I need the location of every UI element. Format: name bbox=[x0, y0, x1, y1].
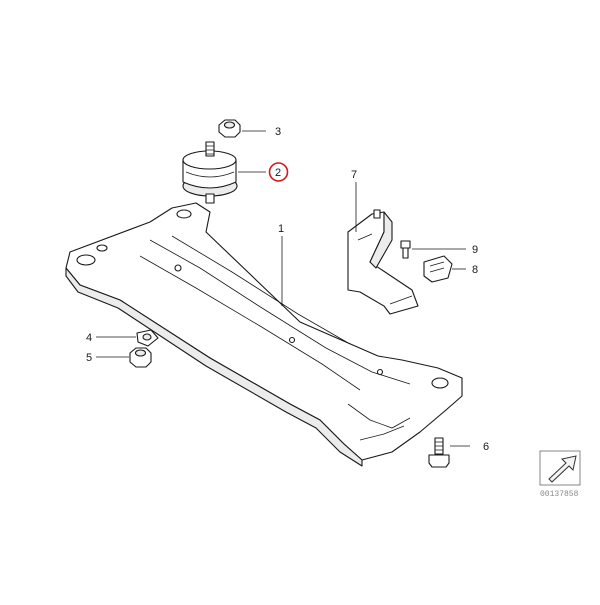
callout-2-highlight-ring bbox=[268, 162, 289, 182]
engine-mount-part[interactable] bbox=[182, 141, 238, 204]
callout-5[interactable]: 5 bbox=[86, 352, 92, 364]
nut-part[interactable] bbox=[218, 119, 241, 138]
callout-1[interactable]: 1 bbox=[278, 223, 284, 235]
washer-part[interactable] bbox=[136, 329, 159, 347]
callout-2[interactable]: 2 bbox=[275, 167, 281, 179]
reference-number: 00137858 bbox=[540, 490, 579, 499]
screw-part[interactable] bbox=[400, 240, 411, 259]
callout-7[interactable]: 7 bbox=[351, 169, 357, 181]
callout-6[interactable]: 6 bbox=[483, 441, 489, 453]
arrow-icon[interactable] bbox=[539, 450, 581, 486]
crossmember-part[interactable] bbox=[65, 202, 463, 467]
nut-part-5[interactable] bbox=[129, 347, 152, 368]
callout-4[interactable]: 4 bbox=[86, 332, 92, 344]
callout-3[interactable]: 3 bbox=[275, 126, 281, 138]
leader-lines bbox=[96, 130, 470, 447]
callout-9[interactable]: 9 bbox=[472, 244, 478, 256]
bracket-part[interactable] bbox=[347, 209, 419, 315]
bolt-part[interactable] bbox=[428, 437, 450, 468]
clip-part[interactable] bbox=[423, 255, 453, 283]
callout-8[interactable]: 8 bbox=[472, 264, 478, 276]
